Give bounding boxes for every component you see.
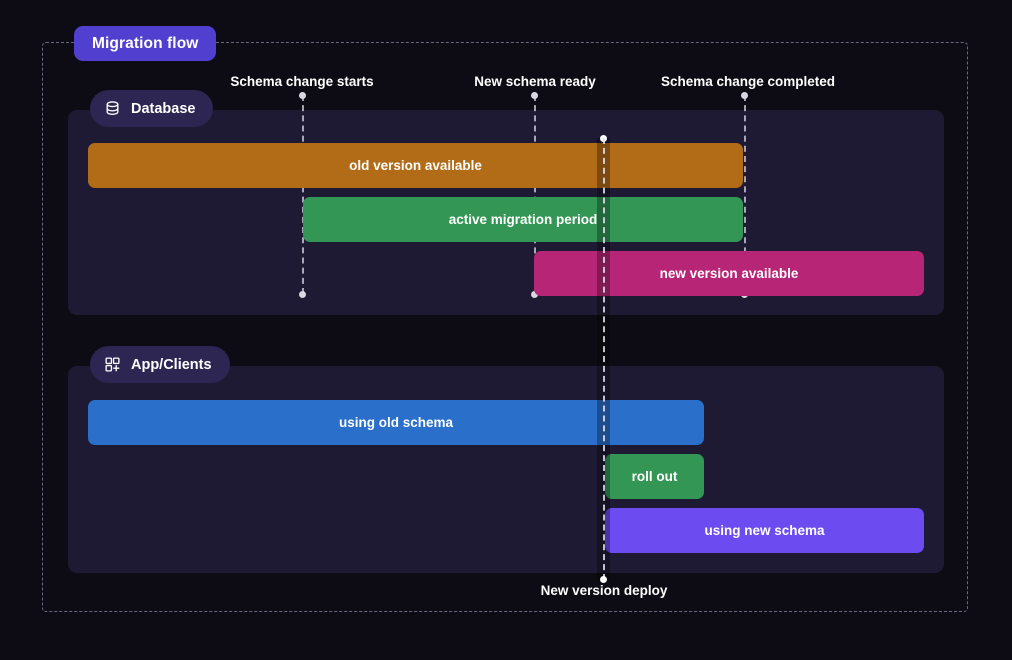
bar-label: old version available (349, 158, 482, 173)
deploy-marker-label: New version deploy (540, 583, 668, 598)
lane-pill-database: Database (90, 90, 214, 127)
bar-label: roll out (631, 469, 678, 484)
migration-flow-badge: Migration flow (74, 26, 217, 61)
migration-flow-badge-label: Migration flow (92, 34, 199, 52)
lane-pill-app-clients: App/Clients (90, 346, 230, 383)
marker-label-schema-change-completed: Schema change completed (660, 74, 836, 89)
bar-old-version-available: old version available (88, 143, 743, 188)
bar-roll-out: roll out (605, 454, 704, 499)
marker-label-new-schema-ready: New schema ready (474, 74, 596, 89)
lane-pill-app-clients-label: App/Clients (131, 356, 212, 373)
diagram-frame (42, 42, 968, 612)
marker-label-schema-change-starts: Schema change starts (230, 74, 374, 89)
bar-using-new-schema: using new schema (605, 508, 924, 553)
app-grid-plus-icon (104, 356, 121, 373)
lane-pill-database-label: Database (131, 100, 196, 117)
bar-new-version-available: new version available (534, 251, 924, 296)
bar-label: using new schema (704, 523, 825, 538)
bar-using-old-schema: using old schema (88, 400, 704, 445)
database-icon (104, 100, 121, 117)
bar-label: new version available (659, 266, 799, 281)
bar-active-migration-period: active migration period (303, 197, 743, 242)
bar-label: using old schema (338, 415, 454, 430)
bar-label: active migration period (448, 212, 598, 227)
